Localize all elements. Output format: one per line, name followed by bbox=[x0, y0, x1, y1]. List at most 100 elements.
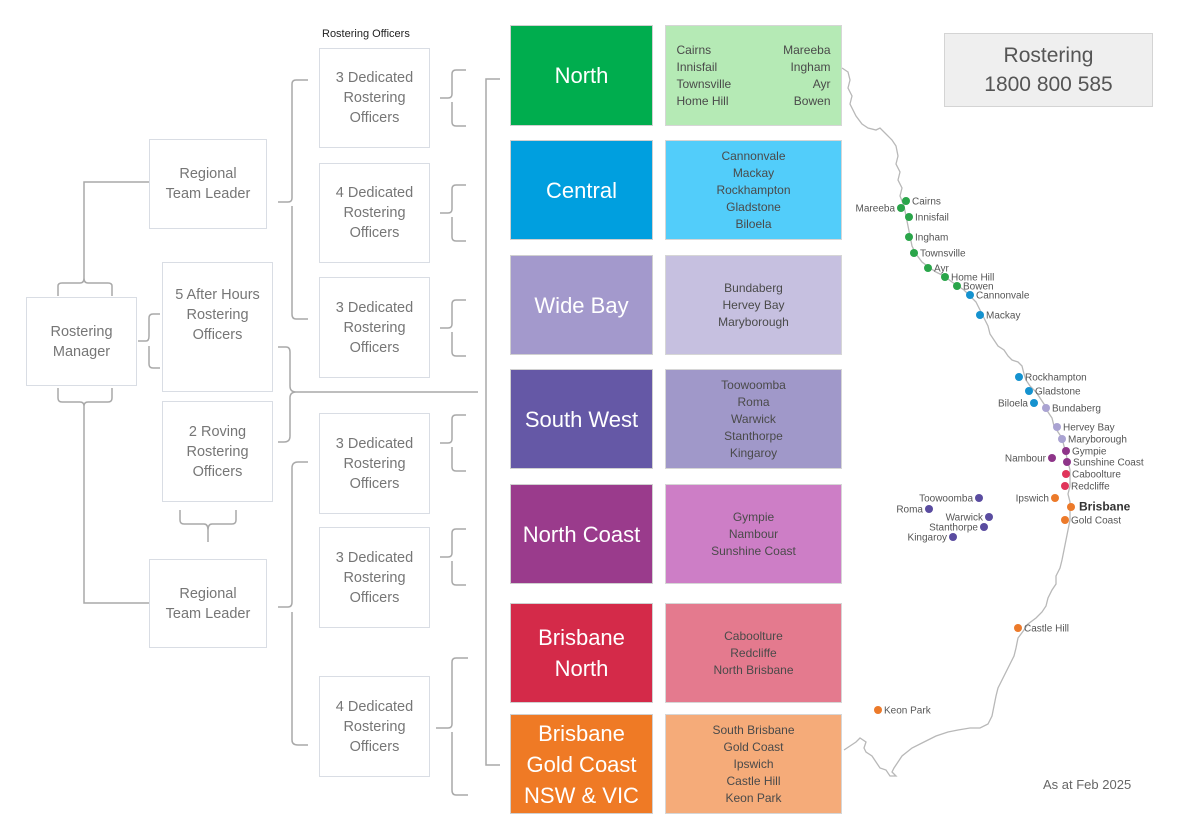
map-marker-townsville bbox=[910, 249, 918, 257]
town-name: Mareeba bbox=[783, 42, 831, 57]
map-marker-toowoomba bbox=[975, 494, 983, 502]
region-column-bracket bbox=[485, 78, 500, 766]
map-label-warwick: Warwick bbox=[946, 513, 984, 524]
map-marker-gold-coast bbox=[1061, 516, 1069, 524]
map-marker-biloela bbox=[1030, 399, 1038, 407]
map-label-brisbane: Brisbane bbox=[1079, 500, 1131, 514]
map-marker-stanthorpe bbox=[980, 523, 988, 531]
region-name: South West bbox=[524, 406, 639, 432]
town-name: Castle Hill bbox=[726, 773, 781, 788]
town-name: Cannonvale bbox=[721, 148, 786, 163]
officer-group-line2: Rostering bbox=[343, 455, 406, 472]
map-label-cairns: Cairns bbox=[912, 197, 941, 208]
map-label-toowoomba: Toowoomba bbox=[919, 494, 973, 505]
map-label-castle-hill: Castle Hill bbox=[1024, 624, 1069, 635]
map-label-sunshine-coast: Sunshine Coast bbox=[1073, 458, 1144, 469]
map-label-stanthorpe: Stanthorpe bbox=[929, 523, 978, 534]
map-marker-home-hill bbox=[941, 273, 949, 281]
map-marker-gladstone bbox=[1025, 387, 1033, 395]
map-label-home-hill: Home Hill bbox=[951, 273, 994, 284]
connector-manager-to-afterhours bbox=[138, 313, 160, 369]
officer-group-count: 3 Dedicated bbox=[335, 70, 414, 86]
team-leader-2-line2: Team Leader bbox=[165, 605, 251, 622]
map-marker-gympie bbox=[1062, 447, 1070, 455]
officer-group-count: 3 Dedicated bbox=[335, 549, 414, 566]
map-marker-sunshine-coast bbox=[1063, 458, 1071, 466]
towns-wide-bay-box: Bundaberg Hervey Bay Maryborough bbox=[665, 255, 842, 355]
rostering-hotline-box: Rostering 1800 800 585 bbox=[944, 33, 1153, 107]
connector-teamleader1-brace bbox=[278, 79, 308, 320]
town-name: Gold Coast bbox=[723, 739, 784, 754]
town-name: Hervey Bay bbox=[722, 297, 785, 312]
map-label-rockhampton: Rockhampton bbox=[1025, 373, 1087, 384]
map-marker-ipswich bbox=[1051, 494, 1059, 502]
town-name: Toowoomba bbox=[721, 377, 786, 392]
map-label-kingaroy: Kingaroy bbox=[908, 533, 947, 544]
town-name: Bowen bbox=[793, 93, 831, 108]
towns-central-box: Cannonvale Mackay Rockhampton Gladstone … bbox=[665, 140, 842, 240]
region-name-line1: Brisbane bbox=[538, 625, 625, 650]
officer-group-line2: Rostering bbox=[343, 718, 406, 735]
map-marker-roma bbox=[925, 505, 933, 513]
town-name: Nambour bbox=[728, 526, 779, 541]
brace-officer-5 bbox=[440, 528, 466, 586]
region-name: Wide Bay bbox=[534, 292, 629, 318]
map-label-gold-coast: Gold Coast bbox=[1071, 516, 1121, 527]
brace-officer-2 bbox=[440, 184, 466, 242]
town-name: Warwick bbox=[731, 411, 776, 426]
map-label-bundaberg: Bundaberg bbox=[1052, 404, 1101, 415]
towns-south-west-box: Toowoomba Roma Warwick Stanthorpe Kingar… bbox=[665, 369, 842, 469]
map-label-hervey-bay: Hervey Bay bbox=[1063, 423, 1115, 434]
map-marker-hervey-bay bbox=[1053, 423, 1061, 431]
manager-label-line2: Manager bbox=[52, 343, 111, 360]
town-name: Sunshine Coast bbox=[711, 543, 796, 558]
after-hours-line2: Rostering bbox=[186, 307, 249, 323]
town-name: Gladstone bbox=[726, 199, 781, 214]
connector-teamleader2-brace bbox=[278, 461, 308, 746]
map-label-roma: Roma bbox=[896, 505, 923, 516]
region-wide-bay-box: Wide Bay bbox=[510, 255, 653, 355]
map-marker-warwick bbox=[985, 513, 993, 521]
brace-officer-4 bbox=[440, 414, 466, 472]
region-name-line1: Brisbane bbox=[538, 720, 625, 746]
towns-north-coast-box: Gympie Nambour Sunshine Coast bbox=[665, 484, 842, 584]
map-label-caboolture: Caboolture bbox=[1072, 470, 1121, 481]
officer-group-line3: Officers bbox=[349, 589, 400, 606]
connector-manager-to-teamleader1 bbox=[57, 181, 152, 296]
town-name: Mackay bbox=[732, 165, 775, 180]
brace-officer-6 bbox=[436, 657, 468, 796]
map-marker-cairns bbox=[902, 197, 910, 205]
region-central-box: Central bbox=[510, 140, 653, 240]
town-name: Stanthorpe bbox=[724, 428, 783, 443]
hotline-title: Rostering bbox=[1003, 44, 1094, 67]
region-south-west-box: South West bbox=[510, 369, 653, 469]
town-name: Innisfail bbox=[676, 59, 718, 74]
map-label-cannonvale: Cannonvale bbox=[976, 291, 1030, 302]
map-marker-nambour bbox=[1048, 454, 1056, 462]
officer-group-line2: Rostering bbox=[343, 90, 406, 106]
map-marker-innisfail bbox=[905, 213, 913, 221]
map-label-redcliffe: Redcliffe bbox=[1071, 482, 1110, 493]
manager-label-line1: Rostering bbox=[50, 323, 113, 340]
map-marker-redcliffe bbox=[1061, 482, 1069, 490]
region-north-coast-box: North Coast bbox=[510, 484, 653, 584]
town-name: Biloela bbox=[735, 216, 772, 231]
map-marker-mareeba bbox=[897, 204, 905, 212]
officer-group-count: 4 Dedicated bbox=[335, 185, 414, 201]
town-name: Redcliffe bbox=[730, 645, 777, 660]
town-name: Kingaroy bbox=[729, 445, 778, 460]
officer-group-line3: Officers bbox=[349, 339, 400, 356]
region-name: North bbox=[554, 63, 609, 88]
map-marker-kingaroy bbox=[949, 533, 957, 541]
map-label-bowen: Bowen bbox=[963, 282, 994, 293]
hotline-phone-number[interactable]: 1800 800 585 bbox=[984, 73, 1113, 96]
